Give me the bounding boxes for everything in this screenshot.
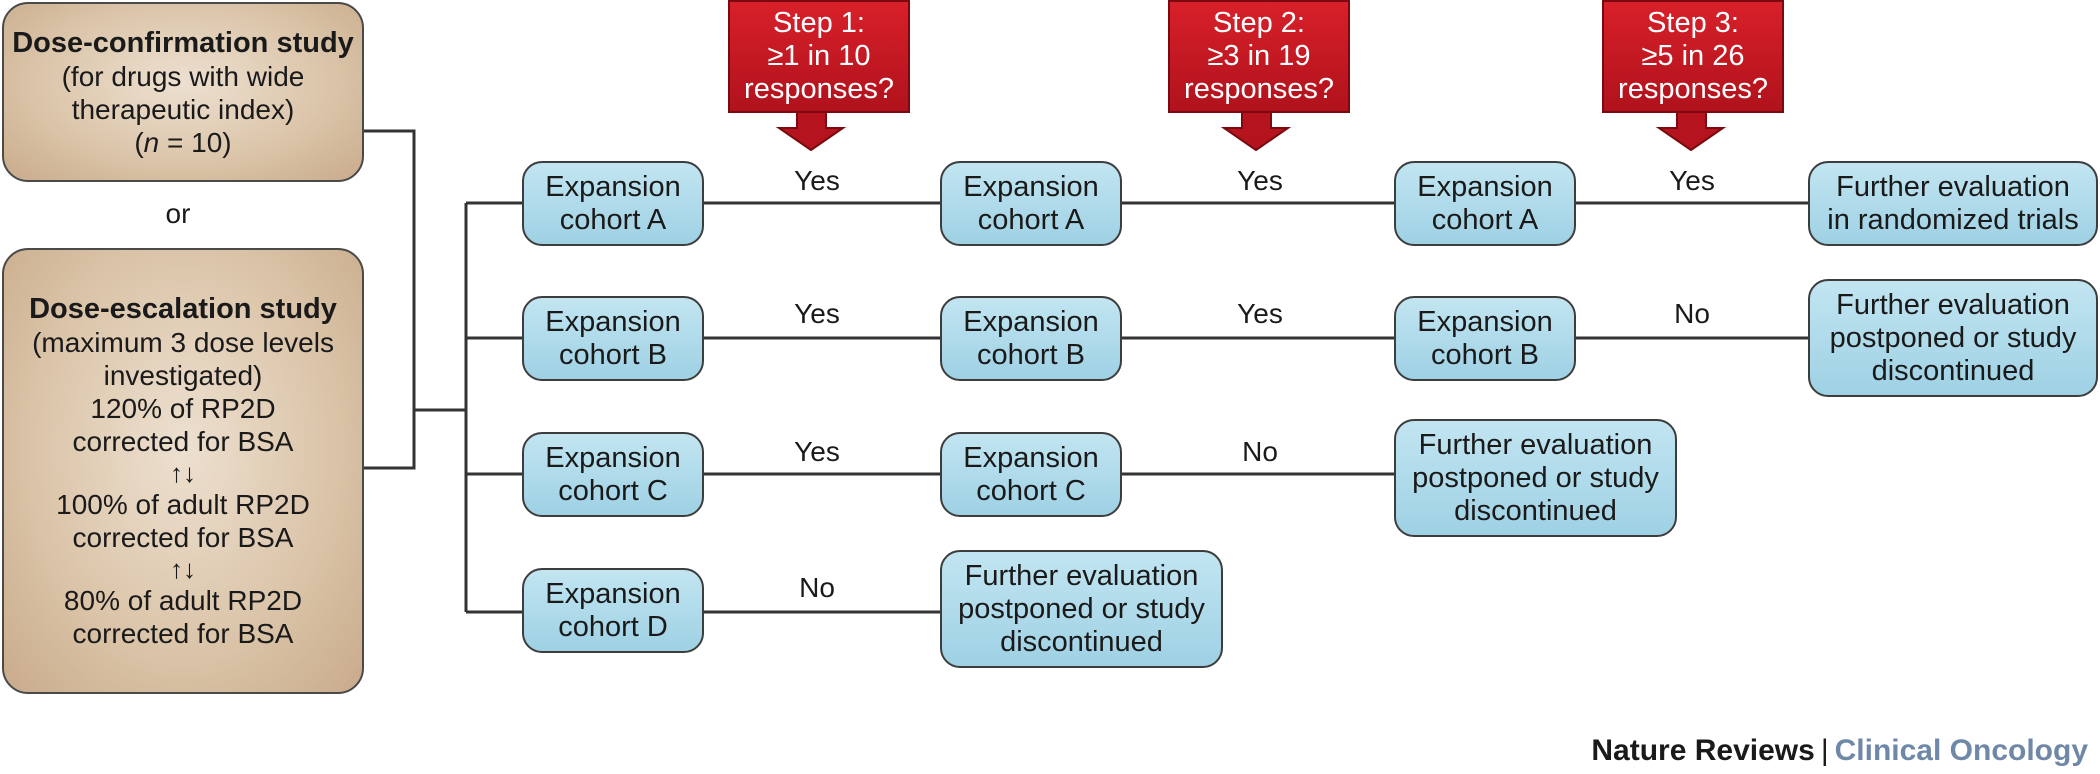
cohort-word: Expansion	[963, 441, 1099, 474]
dose-level-mid-1: 100% of adult RP2D	[56, 489, 310, 520]
dose-escalation-line-1: (maximum 3 dose levels	[32, 327, 334, 358]
journal-name: Nature Reviews	[1591, 734, 1815, 767]
dose-level-mid-2: corrected for BSA	[72, 522, 294, 553]
confirmation-connector	[364, 129, 466, 412]
step-2-question: responses?	[1184, 73, 1334, 105]
cohort-letter: cohort B	[559, 338, 667, 371]
cohort-b-step-2: Expansion cohort B	[1394, 296, 1576, 381]
dose-confirmation-line-2: therapeutic index)	[71, 93, 295, 125]
step-1-arrow	[775, 111, 847, 152]
step-3-question: responses?	[1618, 73, 1768, 105]
cohort-b-step-1: Expansion cohort B	[940, 296, 1122, 381]
outcome-line-2: postponed or study	[958, 592, 1205, 625]
outcome-c-postponed: Further evaluation postponed or study di…	[1394, 419, 1677, 537]
decision-c-2: No	[1242, 436, 1278, 467]
step-1-title: Step 1:	[773, 7, 865, 39]
decision-d-1: No	[799, 572, 835, 603]
step-1-box: Step 1: ≥1 in 10 responses?	[728, 0, 910, 113]
credit-separator: |	[1820, 734, 1829, 767]
cohort-a-step-0: Expansion cohort A	[522, 161, 704, 246]
outcome-line-2: postponed or study	[1829, 321, 2077, 354]
cohort-word: Expansion	[545, 577, 681, 610]
decision-b-3: No	[1674, 298, 1710, 329]
dose-confirmation-box: Dose-confirmation study (for drugs with …	[2, 2, 364, 182]
cohort-letter: cohort A	[977, 203, 1085, 236]
dose-confirmation-line-1: (for drugs with wide	[61, 60, 305, 92]
outcome-line-2: postponed or study	[1412, 461, 1659, 494]
decision-b-1: Yes	[794, 298, 840, 329]
dose-level-high-2: corrected for BSA	[72, 426, 294, 457]
step-2-arrow	[1220, 111, 1292, 152]
outcome-line-1: Further evaluation	[1418, 428, 1653, 461]
cohort-d-step-0: Expansion cohort D	[522, 568, 704, 653]
outcome-a-randomized: Further evaluation in randomized trials	[1808, 161, 2098, 246]
dose-escalation-line-2: investigated)	[103, 360, 263, 391]
dose-level-low-1: 80% of adult RP2D	[63, 585, 303, 616]
cohort-word: Expansion	[1417, 170, 1553, 203]
cohort-letter: cohort B	[977, 338, 1085, 371]
dose-escalation-box: Dose-escalation study (maximum 3 dose le…	[2, 248, 364, 694]
decision-a-2: Yes	[1237, 165, 1283, 196]
step-1-threshold: ≥1 in 10	[767, 40, 871, 72]
cohort-word: Expansion	[545, 170, 681, 203]
cohort-word: Expansion	[545, 305, 681, 338]
cohort-letter: cohort C	[558, 474, 668, 507]
journal-credit: Nature Reviews|Clinical Oncology	[1591, 734, 2088, 768]
outcome-line-1: Further evaluation	[964, 559, 1199, 592]
dose-escalation-title: Dose-escalation study	[29, 293, 337, 325]
step-3-title: Step 3:	[1647, 7, 1739, 39]
cohort-word: Expansion	[545, 441, 681, 474]
outcome-d-postponed: Further evaluation postponed or study di…	[940, 550, 1223, 668]
cohort-a-step-1: Expansion cohort A	[940, 161, 1122, 246]
cohort-b-step-0: Expansion cohort B	[522, 296, 704, 381]
outcome-line-2: in randomized trials	[1827, 203, 2079, 236]
step-3-arrow	[1655, 111, 1727, 152]
cohort-letter: cohort B	[1431, 338, 1539, 371]
dose-confirmation-title: Dose-confirmation study	[12, 26, 354, 59]
outcome-line-3: discontinued	[1454, 494, 1617, 527]
cohort-letter: cohort C	[976, 474, 1086, 507]
cohort-word: Expansion	[963, 170, 1099, 203]
dose-level-low-2: corrected for BSA	[72, 618, 294, 649]
up-down-arrows-icon: ↑↓	[170, 458, 196, 488]
cohort-letter: cohort A	[559, 203, 667, 236]
outcome-b-postponed: Further evaluation postponed or study di…	[1808, 279, 2098, 397]
cohort-letter: cohort D	[558, 610, 668, 643]
decision-a-3: Yes	[1669, 165, 1715, 196]
decision-a-1: Yes	[794, 165, 840, 196]
cohort-a-step-2: Expansion cohort A	[1394, 161, 1576, 246]
dose-confirmation-n: (n = 10)	[134, 126, 232, 158]
up-down-arrows-icon: ↑↓	[170, 554, 196, 584]
cohort-letter: cohort A	[1431, 203, 1539, 236]
step-3-threshold: ≥5 in 26	[1641, 40, 1745, 72]
step-3-box: Step 3: ≥5 in 26 responses?	[1602, 0, 1784, 113]
step-2-title: Step 2:	[1213, 7, 1305, 39]
outcome-line-3: discontinued	[1000, 625, 1163, 658]
step-2-threshold: ≥3 in 19	[1207, 40, 1311, 72]
cohort-c-step-1: Expansion cohort C	[940, 432, 1122, 517]
outcome-line-3: discontinued	[1871, 354, 2035, 387]
cohort-c-step-0: Expansion cohort C	[522, 432, 704, 517]
decision-b-2: Yes	[1237, 298, 1283, 329]
cohort-word: Expansion	[963, 305, 1099, 338]
or-label: or	[165, 198, 191, 229]
cohort-word: Expansion	[1417, 305, 1553, 338]
step-1-question: responses?	[744, 73, 894, 105]
outcome-line-1: Further evaluation	[1836, 170, 2070, 203]
outcome-line-1: Further evaluation	[1836, 288, 2070, 321]
escalation-connector	[364, 410, 416, 470]
step-2-box: Step 2: ≥3 in 19 responses?	[1168, 0, 1350, 113]
journal-section: Clinical Oncology	[1834, 734, 2088, 767]
dose-level-high-1: 120% of RP2D	[90, 393, 276, 424]
decision-c-1: Yes	[794, 436, 840, 467]
